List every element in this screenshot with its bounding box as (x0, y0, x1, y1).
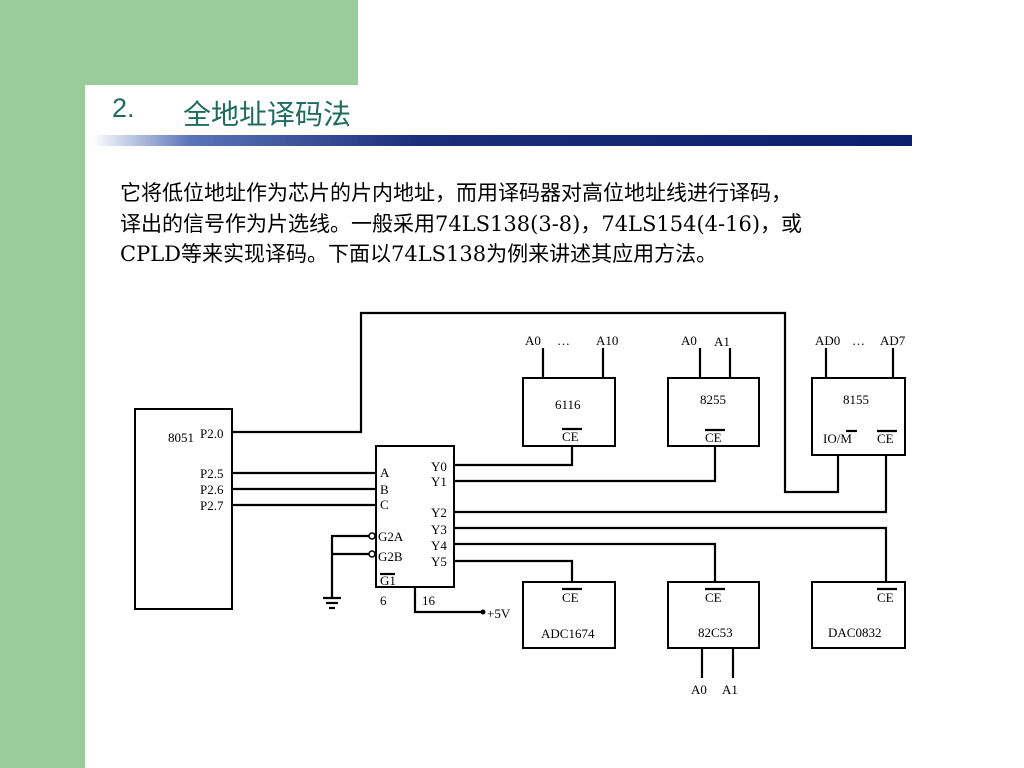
wire-y5-adc (454, 559, 574, 582)
decoder-in-g2a: G2A (378, 529, 404, 544)
slide-title: 全地址译码法 (183, 98, 352, 131)
chip-adc-ce: CE (562, 590, 579, 605)
decoder-in-c: C (380, 497, 389, 512)
pin-p27-label: P2.7 (200, 498, 224, 513)
label-6116-a10: A10 (596, 333, 618, 348)
chip-8255-label: 8255 (700, 392, 726, 407)
chip-adc1674-box (522, 581, 616, 649)
pin-p26-label: P2.6 (200, 482, 224, 497)
cpu-8051-label: 8051 (168, 430, 194, 445)
title-underline-rule (92, 135, 912, 146)
chip-dac-ce: CE (877, 590, 894, 605)
chip-dac-label: DAC0832 (828, 625, 881, 640)
label-6116-dots: … (557, 333, 570, 348)
chip-6116-box (522, 377, 616, 447)
decoder-in-g2b: G2B (378, 549, 403, 564)
chip-6116-label: 6116 (555, 397, 581, 412)
body-line-2: 译出的信号作为片选线。一般采用74LS138(3-8)，74LS154(4-16… (120, 211, 803, 236)
decoder-out-y4: Y4 (431, 538, 447, 553)
cpu-8051-box (134, 408, 233, 610)
body-line-1: 它将低位地址作为芯片的片内地址，而用译码器对高位地址线进行译码， (120, 181, 792, 205)
decoder-in-a: A (380, 465, 390, 480)
chip-8155-label: 8155 (843, 392, 869, 407)
decoder-out-y2: Y2 (431, 505, 447, 520)
label-8255-a1: A1 (714, 334, 730, 349)
slide-accent-bar-top (0, 0, 358, 85)
wire-pin16-vcc (413, 587, 482, 614)
vcc-label: +5V (487, 606, 511, 621)
decoder-pin6-label: 6 (380, 593, 387, 608)
vcc-terminal-dot (480, 609, 486, 615)
label-8255-a0: A0 (681, 333, 697, 348)
label-8155-ad7: AD7 (880, 333, 906, 348)
g2b-inversion-bubble (368, 550, 376, 558)
decoder-out-y3: Y3 (431, 522, 447, 537)
label-8155-dots: … (852, 333, 865, 348)
slide-accent-bar-left (0, 85, 85, 768)
chip-82c53-ce: CE (705, 590, 722, 605)
label-8155-ad0: AD0 (815, 333, 840, 348)
label-82c53-a1: A1 (722, 682, 738, 697)
decoder-out-y5: Y5 (431, 554, 447, 569)
wire-y3-dac (454, 526, 888, 582)
label-6116-a0: A0 (525, 333, 541, 348)
wire-p20-iom (232, 311, 840, 494)
chip-adc-label: ADC1674 (541, 626, 595, 641)
chip-82c53-label: 82C53 (698, 625, 733, 640)
wire-g2a-gnd (330, 534, 369, 598)
wire-y2-8155 (454, 455, 888, 514)
chip-6116-ce: CE (562, 429, 579, 444)
pin-p25-label: P2.5 (200, 466, 223, 481)
decoder-out-y1: Y1 (431, 474, 447, 489)
body-line-3: CPLD等来实现译码。下面以74LS138为例来讲述其应用方法。 (120, 242, 718, 266)
wire-y1-8255 (454, 446, 717, 483)
wire-y4-82c53 (454, 542, 717, 582)
g2a-inversion-bubble (368, 532, 376, 540)
chip-8255-ce: CE (705, 430, 722, 445)
title-number: 2. (112, 93, 135, 123)
chip-8155-box (811, 377, 906, 456)
decoder-out-y0: Y0 (431, 459, 447, 474)
chip-8255-box (667, 377, 760, 447)
body-paragraph: 它将低位地址作为芯片的片内地址，而用译码器对高位地址线进行译码， 译出的信号作为… (120, 178, 1020, 270)
decoder-in-b: B (380, 482, 389, 497)
decoder-pin16-label: 16 (422, 593, 436, 608)
pin-p20-label: P2.0 (200, 426, 223, 441)
wire-y0-6116 (454, 446, 574, 467)
chip-8155-iom: IO/M (823, 431, 852, 446)
label-82c53-a0: A0 (691, 682, 707, 697)
decoder-74ls138-box (375, 445, 455, 588)
chip-8155-ce: CE (877, 431, 894, 446)
chip-dac0832-box (811, 581, 906, 649)
chip-82c53-box (667, 581, 760, 649)
decoder-in-g1: G1 (380, 573, 396, 588)
